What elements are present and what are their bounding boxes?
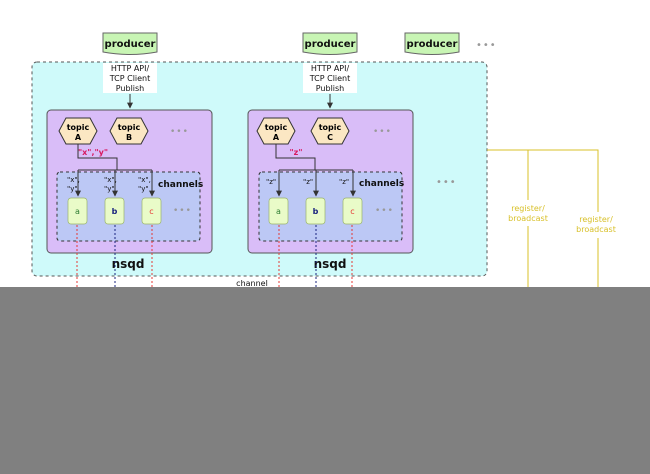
publish-connection: HTTP API/ TCP Client Publish [303, 63, 357, 109]
channel-messages: "z" [303, 178, 313, 186]
producer-node: producer [102, 32, 158, 55]
publish-label-line1: HTTP API/ [311, 64, 350, 73]
more-topics-marker: ••• [170, 127, 189, 137]
topic-node: topic A [256, 117, 296, 145]
channel-box-a [67, 197, 88, 225]
topic-messages: "x","y" [78, 148, 108, 157]
channel-box-c [342, 197, 363, 225]
channel-name: b [313, 207, 319, 216]
channel-caption: channel [236, 279, 268, 288]
topic-label: topic [265, 123, 288, 132]
channel-box-b [305, 197, 326, 225]
producer-label: producer [105, 39, 156, 50]
register-label: broadcast [576, 225, 616, 234]
topic-node: topic A [58, 117, 98, 145]
publish-label-line3: Publish [116, 84, 145, 93]
nsqd-node: topic A topic C ••• "z" "z" "z" "z" chan… [247, 109, 414, 271]
topic-name: B [126, 133, 132, 142]
channel-box-b [104, 197, 125, 225]
channel-messages: "y" [67, 185, 78, 193]
channels-box [56, 171, 201, 242]
channel-box-a [268, 197, 289, 225]
channel-messages: "x", [67, 176, 80, 184]
channel-name: a [75, 207, 80, 216]
channels-label: channels [158, 180, 203, 190]
topic-messages: "z" [290, 148, 303, 157]
topic-node: topic C [310, 117, 350, 145]
register-label: register/ [511, 204, 545, 213]
producer-label: producer [305, 39, 356, 50]
more-topics-marker: ••• [373, 127, 392, 137]
nsqd-label: nsqd [112, 257, 145, 271]
register-label: register/ [579, 215, 613, 224]
channel-name: b [112, 207, 118, 216]
publish-label-line3: Publish [316, 84, 345, 93]
channel-messages: "x", [104, 176, 117, 184]
channel-messages: "z" [339, 178, 349, 186]
register-broadcast-connections: register/ broadcast register/ broadcast [487, 149, 621, 290]
more-producers-marker: ••• [476, 40, 497, 51]
more-channels-marker: ••• [173, 206, 192, 216]
topic-label: topic [67, 123, 90, 132]
publish-label-line1: HTTP API/ [111, 64, 150, 73]
channel-name: c [149, 207, 153, 216]
publish-label-line2: TCP Client [109, 74, 151, 83]
channel-name: c [350, 207, 354, 216]
topic-name: C [327, 133, 333, 142]
channel-messages: "y" [104, 185, 115, 193]
producer-label: producer [407, 39, 458, 50]
publish-connection: HTTP API/ TCP Client Publish [103, 63, 157, 109]
more-channels-marker: ••• [375, 206, 394, 216]
channel-messages: "y" [138, 185, 149, 193]
channels-box [258, 171, 403, 242]
register-label: broadcast [508, 214, 548, 223]
channel-name: a [276, 207, 281, 216]
topic-node: topic B [109, 117, 149, 145]
topic-label: topic [118, 123, 141, 132]
channel-box-c [141, 197, 162, 225]
topic-name: A [75, 133, 82, 142]
publish-label-line2: TCP Client [309, 74, 351, 83]
channels-label: channels [359, 179, 404, 189]
producer-node: producer [302, 32, 358, 55]
channel-messages: "x", [138, 176, 151, 184]
nsqd-node: topic A topic B ••• "x","y" "x", "y" "x"… [46, 109, 213, 271]
more-nsqd-marker: ••• [436, 177, 457, 188]
topic-name: A [273, 133, 280, 142]
topic-label: topic [319, 123, 342, 132]
nsqd-label: nsqd [314, 257, 347, 271]
occluded-region [0, 287, 650, 474]
channel-messages: "z" [266, 178, 276, 186]
producer-node: producer [404, 32, 460, 55]
